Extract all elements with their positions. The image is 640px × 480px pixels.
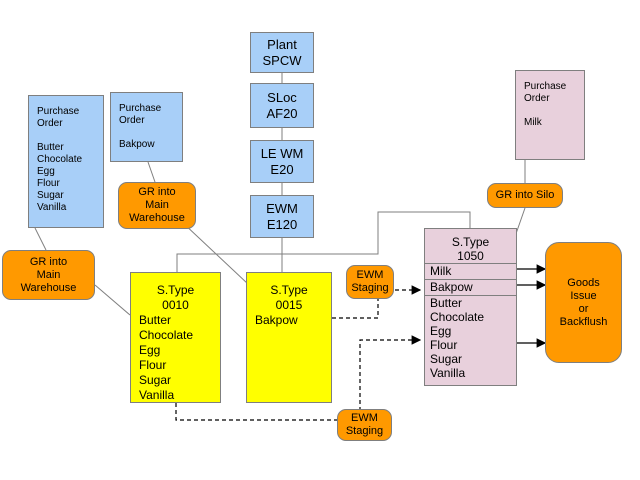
stype-0010-item: Sugar xyxy=(139,373,172,387)
sloc-code: AF20 xyxy=(266,105,298,121)
link-po-mid-gr xyxy=(147,161,156,183)
ewm-staging-bottom-line: EWM xyxy=(351,412,378,424)
po-left-item: Vanilla xyxy=(37,202,67,213)
stype-1050-line1: S.Type xyxy=(451,235,490,249)
stype-0015-line1: S.Type xyxy=(270,283,308,297)
storage-type-0010: S.Type 0010 Butter Chocolate Egg Flour S… xyxy=(130,272,221,403)
purchase-order-right: Purchase Order Milk xyxy=(515,70,585,160)
gr-mid-line: GR into xyxy=(138,186,176,198)
link-gr-left-0010 xyxy=(94,284,131,316)
lewm-label: LE WM xyxy=(260,145,304,161)
link-po-left-gr xyxy=(34,227,47,251)
stype-1050-item: Milk xyxy=(430,264,452,278)
ewm-staging-top-line: Staging xyxy=(351,282,389,294)
po-left-item: Sugar xyxy=(37,190,64,201)
gr-into-silo: GR into Silo xyxy=(487,183,563,208)
stype-1050-divider xyxy=(425,279,516,280)
po-left-item: Chocolate xyxy=(37,154,83,165)
ewm-label: EWM xyxy=(266,200,298,216)
stype-1050-divider xyxy=(425,295,516,296)
stype-0010-item: Chocolate xyxy=(139,328,194,342)
staging-path-top xyxy=(332,285,422,319)
po-left-item: Butter xyxy=(37,142,64,153)
plant-label: Plant xyxy=(267,36,297,52)
po-left-title1: Purchase xyxy=(37,106,80,117)
goods-issue-line: Goods xyxy=(567,276,600,289)
stype-1050-item: Egg xyxy=(430,324,452,338)
stype-0010-item: Flour xyxy=(139,358,167,372)
lewm-box: LE WM E20 xyxy=(250,140,314,183)
gr-left-line: GR into xyxy=(29,255,68,268)
po-left-item: Flour xyxy=(37,178,60,189)
gr-main-warehouse-mid: GR into Main Warehouse xyxy=(118,182,196,229)
sloc-label: SLoc xyxy=(267,89,297,105)
stype-0010-item: Butter xyxy=(139,313,172,327)
link-ewm-1050 xyxy=(282,211,471,255)
gr-left-line: Main xyxy=(36,268,61,281)
ewm-staging-top: EWM Staging xyxy=(346,265,394,299)
goods-issue-line: Backflush xyxy=(559,315,608,328)
po-mid-title1: Purchase xyxy=(119,103,162,114)
lewm-code: E20 xyxy=(270,161,294,177)
gr-main-warehouse-left: GR into Main Warehouse xyxy=(2,250,95,300)
sloc-box: SLoc AF20 xyxy=(250,83,314,128)
stype-1050-item: Flour xyxy=(430,338,458,352)
staging-path-bottom xyxy=(175,335,422,421)
stype-0015-line2: 0015 xyxy=(275,298,303,312)
po-left-title2: Order xyxy=(37,118,63,129)
gr-silo-text: GR into Silo xyxy=(495,189,555,201)
stype-1050-item: Bakpow xyxy=(430,280,473,294)
goods-issue-backflush: Goods Issue or Backflush xyxy=(545,242,622,363)
stype-1050-item: Vanilla xyxy=(430,366,466,380)
link-gr-mid-0015 xyxy=(181,221,249,285)
po-mid-title2: Order xyxy=(119,115,145,126)
stype-0010-item: Vanilla xyxy=(139,388,175,402)
stype-0010-item: Egg xyxy=(139,343,161,357)
stype-0010-line1: S.Type xyxy=(156,283,195,297)
stype-1050-item: Chocolate xyxy=(430,310,485,324)
ewm-staging-bottom-line: Staging xyxy=(345,425,384,437)
ewm-staging-top-line: EWM xyxy=(356,269,384,281)
po-right-title2: Order xyxy=(524,93,550,104)
storage-type-1050: S.Type 1050 Milk Bakpow Butter Chocolate… xyxy=(424,228,517,386)
purchase-order-left: Purchase Order Butter Chocolate Egg Flou… xyxy=(28,95,104,228)
gr-mid-line: Main xyxy=(145,199,169,211)
plant-code: SPCW xyxy=(262,52,302,68)
ewm-box: EWM E120 xyxy=(250,195,314,238)
ewm-staging-bottom: EWM Staging xyxy=(337,409,392,441)
stype-1050-divider xyxy=(425,263,516,264)
purchase-order-mid: Purchase Order Bakpow xyxy=(110,92,183,162)
stype-1050-line2: 1050 xyxy=(457,249,484,263)
stype-1050-item: Sugar xyxy=(430,352,463,366)
po-left-item: Egg xyxy=(37,166,55,177)
goods-issue-line: or xyxy=(578,302,589,315)
storage-type-0015: S.Type 0015 Bakpow xyxy=(246,272,332,403)
plant-box: Plant SPCW xyxy=(250,32,314,73)
po-mid-item: Bakpow xyxy=(119,139,155,150)
gr-left-line: Warehouse xyxy=(20,281,77,294)
po-right-title1: Purchase xyxy=(524,81,567,92)
stype-0015-item: Bakpow xyxy=(255,313,298,327)
stype-1050-item: Butter xyxy=(430,296,463,310)
stype-0010-line2: 0010 xyxy=(162,298,189,312)
goods-issue-line: Issue xyxy=(570,289,597,302)
po-right-item: Milk xyxy=(524,117,542,128)
ewm-code: E120 xyxy=(266,216,298,232)
gr-mid-line: Warehouse xyxy=(129,212,185,224)
